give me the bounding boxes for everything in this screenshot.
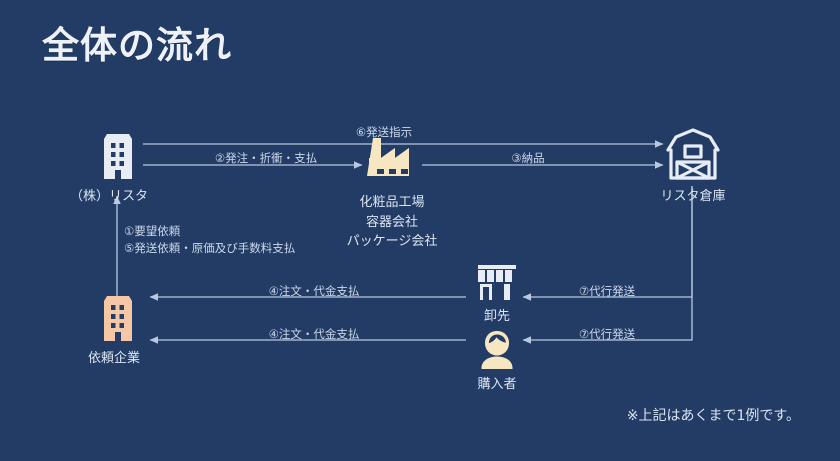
flow-label-f1: ①要望依頼 [124,224,181,238]
flow-label-f5: ⑤発送依頼・原価及び手数料支払 [124,241,296,255]
flow-line-f7b [522,186,693,344]
node-label-factory-line2: 容器会社 [365,214,418,230]
page-title: 全体の流れ [42,24,232,67]
node-label-buyer: 購入者 [477,377,517,392]
footnote-text: ※上記はあくまで1例です。 [626,408,800,424]
flow-label-f7a: ⑦代行発送 [578,284,636,298]
node-wholesaler[interactable]: 卸先 [468,262,526,326]
node-label-wholesaler: 卸先 [483,309,510,324]
node-label-warehouse: リスタ倉庫 [660,189,726,204]
flow-label-f7b: ⑦代行発送 [578,327,636,341]
node-factory[interactable]: 化粧品工場 容器会社 パッケージ会社 [340,136,444,251]
flow-label-f4b: ④注文・代金支払 [268,327,360,341]
node-label-rista: （株）リスタ [69,189,148,204]
node-label-factory-line3: パッケージ会社 [346,234,438,250]
flow-label-f4a: ④注文・代金支払 [268,284,360,298]
node-buyer[interactable]: 購入者 [468,328,526,394]
office-building-icon [104,134,132,179]
factory-icon [367,138,409,176]
node-label-factory-line1: 化粧品工場 [359,195,425,210]
storefront-icon [478,265,516,300]
node-rista[interactable]: （株）リスタ [70,124,150,206]
flow-label-f6: ⑥発送指示 [355,125,413,139]
flow-label-f3: ③納品 [511,151,545,165]
office-building-icon [104,296,132,341]
node-label-client: 依頼企業 [87,351,140,366]
node-client[interactable]: 依頼企業 [86,286,150,368]
person-avatar-icon [481,331,513,369]
node-warehouse[interactable]: リスタ倉庫 [660,124,726,206]
warehouse-barn-icon [666,128,720,180]
flow-label-f2: ②発注・折衝・支払 [214,151,318,165]
